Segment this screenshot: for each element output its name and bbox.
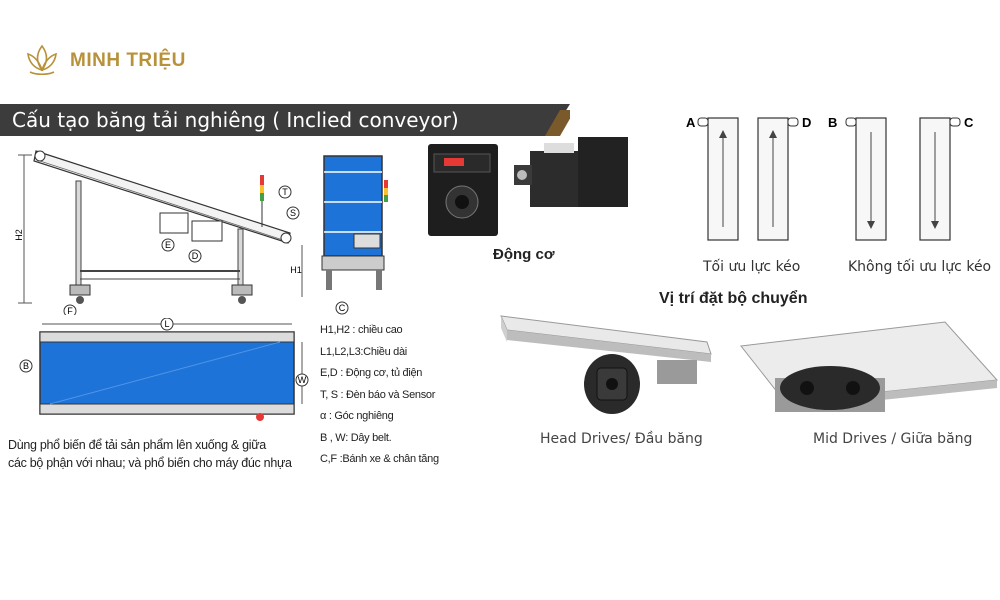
description: Dùng phổ biến để tải sản phẩm lên xuống … [8, 436, 308, 472]
arrow-down-icon [931, 221, 939, 229]
motor-box [159, 212, 189, 234]
h2-label: H2 [14, 229, 24, 241]
tension-letter-b: B [828, 115, 837, 130]
non-optimal-tension-label: Không tối ưu lực kéo [848, 259, 992, 275]
speed-controller [428, 144, 498, 236]
callout-d-label: D [192, 251, 199, 261]
lotus-logo-icon [27, 44, 57, 76]
legend-item: α : Góc nghiêng [320, 410, 394, 422]
brand-logo: MINH TRIỆU [22, 40, 212, 80]
tail-roller [280, 232, 292, 244]
callout-l [160, 318, 174, 331]
legend-item: E,D : Động cơ, tủ điện [320, 367, 423, 379]
mid-drive-image [740, 321, 999, 412]
brand-name: MINH TRIỆU [70, 50, 186, 71]
legend-item: L1,L2,L3:Chiều dài [320, 345, 407, 358]
rear-leg [237, 228, 244, 292]
callout-s-label: S [290, 208, 296, 218]
drive-position-title: Vị trí đặt bộ chuyển [659, 290, 808, 307]
title-banner-bg [0, 104, 570, 136]
callout-w [295, 373, 309, 387]
callout-w-label: W [298, 375, 307, 385]
side-view-diagram: T S E D F H2 H1 [14, 150, 303, 315]
callout-t [278, 185, 292, 199]
callout-e [161, 238, 175, 252]
tension-letter-c: C [964, 115, 974, 130]
top-view-belt [39, 331, 295, 415]
legend-item: H1,H2 : chiều cao [320, 324, 403, 336]
front-leg [75, 180, 82, 290]
front-view-diagram: C [321, 155, 388, 315]
callout-d [188, 249, 202, 263]
head-drive-label: Head Drives/ Đầu băng [540, 431, 703, 447]
description-line: các bộ phận với nhau; và phổ biến cho má… [8, 456, 292, 470]
callout-l-label: L [164, 319, 169, 329]
tension-letter-a: A [686, 115, 696, 130]
optimal-tension-label: Tối ưu lực kéo [703, 259, 801, 275]
legend-item: C,F :Bánh xe & chân tăng [320, 453, 439, 465]
control-box [191, 220, 223, 242]
description-line: Dùng phổ biến để tải sản phẩm lên xuống … [8, 438, 266, 452]
callout-e-label: E [165, 240, 171, 250]
tension-letter-d: D [802, 115, 811, 130]
callout-t-label: T [282, 187, 288, 197]
callout-c-label: C [339, 303, 346, 313]
arrow-down-icon [867, 221, 875, 229]
page-title: Cấu tạo băng tải nghiêng ( Inclied conve… [12, 108, 459, 132]
arrow-up-icon [719, 130, 727, 138]
legend: H1,H2 : chiều cao L1,L2,L3:Chiều dài E,D… [320, 320, 440, 471]
head-drive-image [500, 315, 712, 414]
h1-label: H1 [290, 265, 302, 275]
legend-item: B , W: Dây belt. [320, 431, 392, 444]
callout-c [335, 301, 349, 315]
legend-item: T, S : Đèn báo và Sensor [320, 388, 436, 401]
gear-motor [514, 137, 628, 207]
title-banner: Cấu tạo băng tải nghiêng ( Inclied conve… [0, 104, 570, 136]
callout-b [19, 359, 33, 373]
head-roller [34, 150, 46, 162]
mid-drive-label: Mid Drives / Giữa băng [813, 431, 973, 447]
tension-diagram: A D B C [686, 115, 974, 241]
arrow-up-icon [769, 130, 777, 138]
callout-f-label: F [67, 306, 73, 315]
callout-b-label: B [23, 361, 29, 371]
top-view-diagram: L B W [19, 318, 309, 421]
callout-f [63, 304, 77, 315]
callout-s [286, 206, 300, 220]
motor-label: Động cơ [493, 246, 555, 263]
